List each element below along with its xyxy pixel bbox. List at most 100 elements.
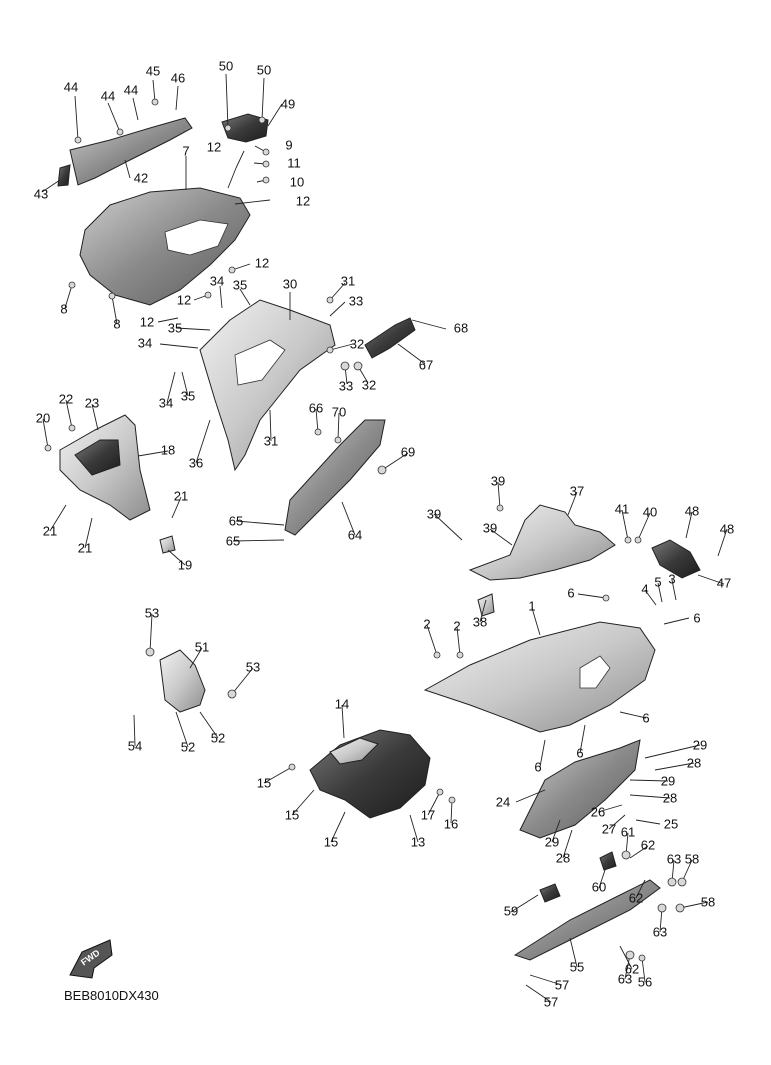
callout-21: 21 [78,540,92,555]
callout-19: 19 [178,557,192,572]
part-37-upper-rear-panel [468,504,616,581]
callout-39: 39 [483,520,497,535]
callout-47: 47 [717,575,731,590]
part-18-side-panel [59,414,151,521]
callout-4: 4 [641,581,648,596]
part-60-bracket [599,851,617,871]
callout-6: 6 [576,745,583,760]
callout-36: 36 [189,455,203,470]
callout-15: 15 [285,807,299,822]
part-67-bracket [364,317,416,359]
callout-58: 58 [685,851,699,866]
callout-11: 11 [287,155,301,170]
callout-62: 62 [629,890,643,905]
callout-12: 12 [207,139,221,154]
part-7-upper-cowl [79,187,251,306]
part-64-side-panel [284,419,386,536]
callout-25: 25 [664,816,678,831]
callout-69: 69 [401,444,415,459]
callout-65: 65 [226,533,240,548]
callout-12: 12 [140,314,154,329]
callout-50: 50 [219,58,233,73]
callout-6: 6 [534,759,541,774]
callout-51: 51 [195,639,209,654]
callout-31: 31 [264,433,278,448]
callout-39: 39 [491,473,505,488]
callout-17: 17 [421,807,435,822]
callout-6: 6 [693,610,700,625]
callout-5: 5 [654,574,661,589]
callout-14: 14 [335,696,349,711]
fasteners [44,98,687,962]
callout-34: 34 [210,273,224,288]
callout-57: 57 [555,977,569,992]
callout-44: 44 [64,79,78,94]
callout-28: 28 [663,790,677,805]
callout-57: 57 [544,994,558,1009]
callout-59: 59 [504,903,518,918]
callout-12: 12 [255,255,269,270]
callout-27: 27 [602,821,616,836]
callout-35: 35 [181,388,195,403]
callout-56: 56 [638,974,652,989]
callout-28: 28 [687,755,701,770]
callout-60: 60 [592,879,606,894]
callout-18: 18 [161,442,175,457]
callout-6: 6 [642,710,649,725]
part-19-clip [159,535,176,554]
callout-28: 28 [556,850,570,865]
callout-30: 30 [283,276,297,291]
callout-33: 33 [339,378,353,393]
callout-32: 32 [350,336,364,351]
callout-70: 70 [332,404,346,419]
callout-63: 63 [653,924,667,939]
callout-49: 49 [281,96,295,111]
callout-8: 8 [113,316,120,331]
callout-55: 55 [570,959,584,974]
callout-53: 53 [145,605,159,620]
callout-26: 26 [591,804,605,819]
callout-65: 65 [229,513,243,528]
callout-21: 21 [174,488,188,503]
callout-37: 37 [570,483,584,498]
part-55-lower-strip [513,879,661,961]
callout-40: 40 [643,504,657,519]
callout-68: 68 [454,320,468,335]
part-42-inner-panel [57,117,193,187]
callout-62: 62 [641,837,655,852]
part-24-lower-panel [519,739,641,839]
callout-24: 24 [496,794,510,809]
callout-64: 64 [348,527,362,542]
callout-48: 48 [720,521,734,536]
callout-32: 32 [362,377,376,392]
callout-23: 23 [85,395,99,410]
callout-34: 34 [138,335,152,350]
callout-52: 52 [181,739,195,754]
fwd-arrow-icon: FWD [69,939,113,979]
callout-3: 3 [668,571,675,586]
callout-29: 29 [545,834,559,849]
callout-33: 33 [349,293,363,308]
callout-29: 29 [693,737,707,752]
callout-9: 9 [285,137,292,152]
callout-63: 63 [618,971,632,986]
callout-66: 66 [309,400,323,415]
callout-43: 43 [34,186,48,201]
callout-labels: 44 44 44 45 46 50 50 49 9 11 10 43 42 7 … [34,58,734,1009]
callout-46: 46 [171,70,185,85]
callout-2: 2 [453,618,460,633]
callout-13: 13 [411,834,425,849]
callout-54: 54 [128,738,142,753]
callout-1: 1 [528,598,535,613]
callout-63: 63 [667,851,681,866]
callout-35: 35 [233,277,247,292]
callout-7: 7 [182,143,189,158]
callout-2: 2 [423,616,430,631]
callout-8: 8 [60,301,67,316]
leader-lines [41,73,728,1003]
callout-35: 35 [168,320,182,335]
part-30-inner-cowl [199,299,336,472]
callout-53: 53 [246,659,260,674]
callout-31: 31 [341,273,355,288]
